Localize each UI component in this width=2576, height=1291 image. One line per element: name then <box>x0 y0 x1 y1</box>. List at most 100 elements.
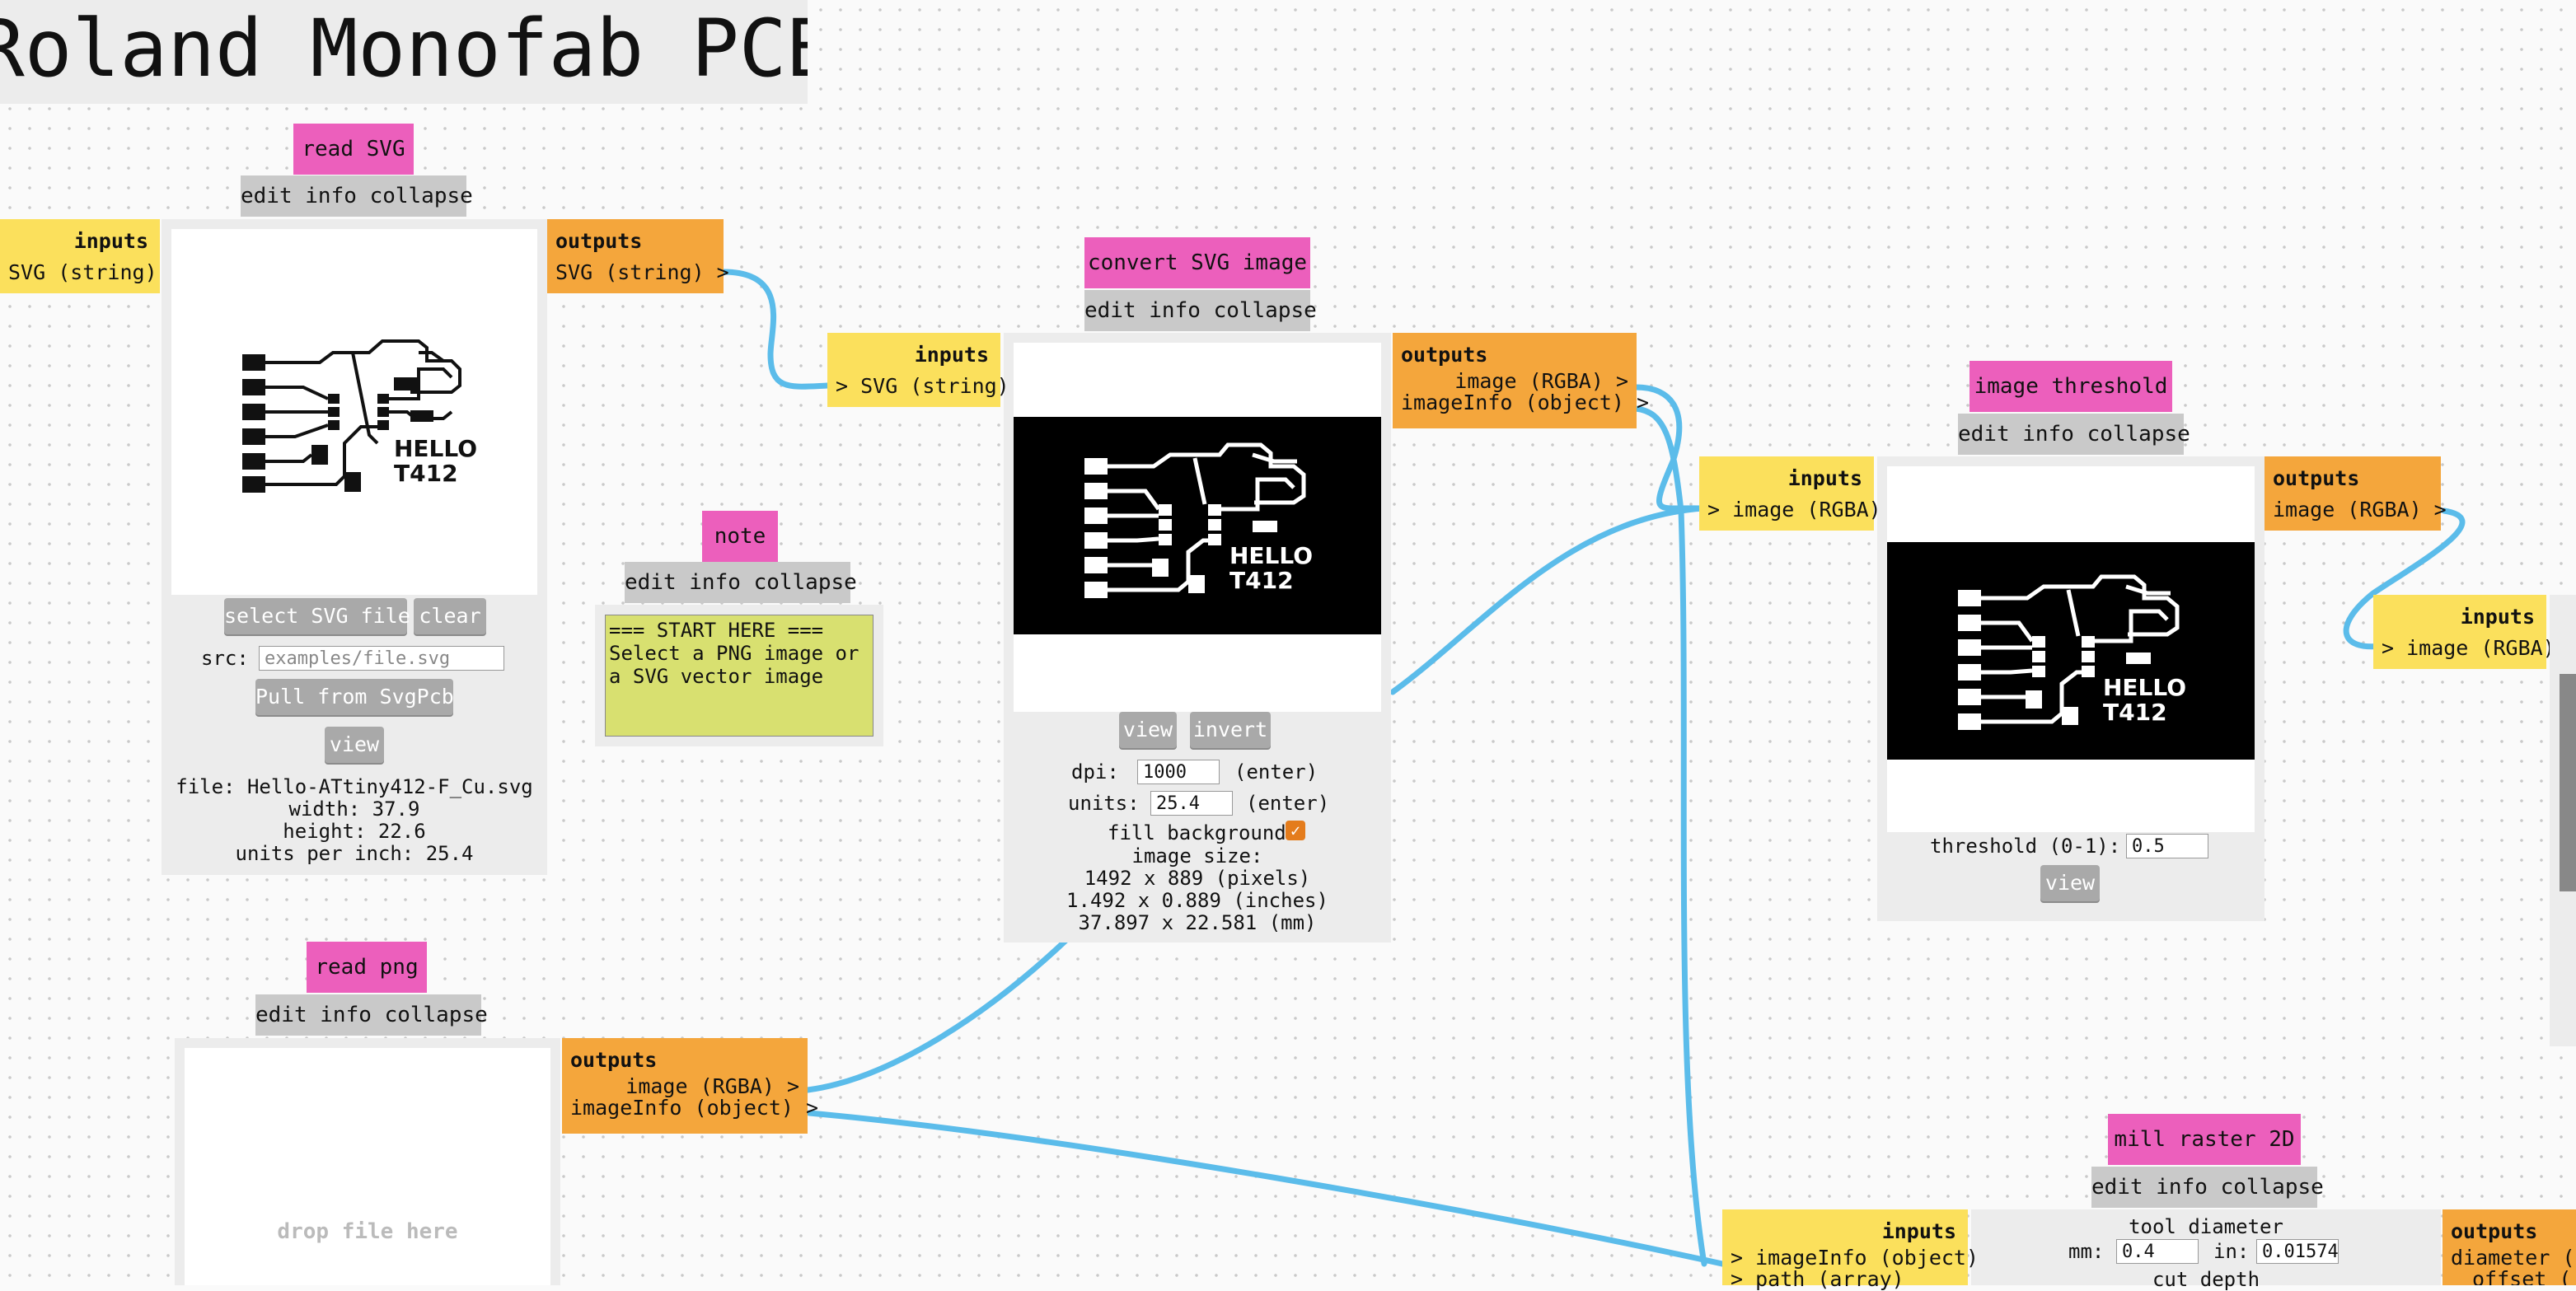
output-port-imageinfo[interactable]: imageInfo (object) > <box>570 1096 819 1120</box>
dpi-hint: (enter) <box>1234 760 1318 783</box>
menu-collapse[interactable]: collapse <box>1213 298 1317 323</box>
next-module-inputs[interactable]: inputs > image (RGBA) <box>2373 595 2555 669</box>
convert-svg-title[interactable]: convert SVG image <box>1084 237 1310 288</box>
view-button[interactable]: view <box>325 727 384 763</box>
output-port-imageinfo[interactable]: imageInfo (object) > <box>1401 391 1650 414</box>
read-svg-outputs[interactable]: outputs SVG (string) > <box>547 219 729 293</box>
menu-edit[interactable]: edit <box>2091 1175 2143 1200</box>
next-module-panel <box>2550 595 2576 1046</box>
image-size-mm: 37.897 x 22.581 (mm) <box>1078 911 1317 934</box>
convert-svg-menu[interactable]: edit info collapse <box>1084 290 1317 331</box>
input-port-imageinfo[interactable]: > imageInfo (object) <box>1731 1246 1979 1270</box>
menu-collapse[interactable]: collapse <box>2087 422 2190 447</box>
outputs-header: outputs <box>570 1048 658 1072</box>
cut-depth-label: cut depth <box>2152 1268 2260 1291</box>
output-port-offset[interactable]: offset ( <box>2472 1267 2572 1286</box>
clear-button[interactable]: clear <box>414 598 486 634</box>
convert-svg-inputs[interactable]: inputs > SVG (string) <box>827 333 1009 407</box>
note-menu[interactable]: edit info collapse <box>625 562 857 603</box>
menu-info[interactable]: info <box>689 570 741 595</box>
read-png-menu[interactable]: edit info collapse <box>255 994 488 1036</box>
input-port-svg-string[interactable]: SVG (string) <box>8 260 157 284</box>
svg-preview: HELLO T412 <box>171 229 537 595</box>
dpi-label: dpi: <box>1071 760 1119 783</box>
image-threshold-outputs[interactable]: outputs image (RGBA) > <box>2265 456 2447 531</box>
inputs-header: inputs <box>73 229 148 253</box>
outputs-header: outputs <box>2273 466 2360 490</box>
mm-label: mm: <box>2068 1240 2105 1263</box>
menu-info[interactable]: info <box>1149 298 1201 323</box>
view-button[interactable]: view <box>2040 865 2100 901</box>
inputs-header: inputs <box>2460 605 2535 629</box>
mill-raster-title[interactable]: mill raster 2D <box>2108 1114 2301 1165</box>
input-port-path[interactable]: > path (array) <box>1731 1267 1904 1291</box>
units-input[interactable]: 25.4 <box>1150 791 1233 816</box>
menu-edit[interactable]: edit <box>1958 422 2010 447</box>
menu-info[interactable]: info <box>2022 422 2074 447</box>
read-svg-menu[interactable]: edit info collapse <box>241 175 473 217</box>
units-label: units: <box>1068 792 1140 815</box>
outputs-header: outputs <box>1401 343 1488 367</box>
mill-raster-inputs[interactable]: inputs > imageInfo (object) > path (arra… <box>1722 1209 1979 1290</box>
menu-edit[interactable]: edit <box>241 184 293 208</box>
mm-input[interactable]: 0.4 <box>2116 1239 2199 1264</box>
threshold-input[interactable]: 0.5 <box>2126 834 2208 858</box>
menu-info[interactable]: info <box>320 1003 372 1027</box>
read-png-outputs[interactable]: outputs image (RGBA) > imageInfo (object… <box>562 1038 819 1134</box>
note-textarea[interactable]: === START HERE === Select a PNG image or… <box>605 615 873 737</box>
units-hint: (enter) <box>1246 792 1330 815</box>
view-button[interactable]: view <box>1119 712 1177 748</box>
converted-preview: HELLO T412 <box>1014 343 1381 712</box>
menu-collapse[interactable]: collapse <box>369 184 473 208</box>
input-port-svg-string[interactable]: > SVG (string) <box>836 374 1009 398</box>
menu-collapse[interactable]: collapse <box>753 570 857 595</box>
menu-collapse[interactable]: collapse <box>2220 1175 2324 1200</box>
inputs-header: inputs <box>1787 466 1862 490</box>
image-size-label: image size: <box>1131 844 1263 868</box>
file-units: units per inch: 25.4 <box>235 842 474 865</box>
output-port-diameter[interactable]: diameter (n <box>2451 1246 2576 1270</box>
pcb-text-hello: HELLO <box>394 435 477 462</box>
image-threshold-menu[interactable]: edit info collapse <box>1958 414 2190 455</box>
menu-collapse[interactable]: collapse <box>384 1003 488 1027</box>
menu-info[interactable]: info <box>305 184 357 208</box>
output-port-image-rgba[interactable]: image (RGBA) > <box>2273 498 2447 522</box>
output-port-image-rgba[interactable]: image (RGBA) > <box>625 1074 799 1098</box>
read-png-panel: drop file here <box>175 1038 560 1285</box>
src-input[interactable]: examples/file.svg <box>259 646 504 671</box>
mill-raster-outputs[interactable]: outputs diameter (n offset ( <box>2443 1209 2576 1285</box>
file-height: height: 22.6 <box>283 820 426 843</box>
converted-image: HELLO T412 <box>1014 417 1381 634</box>
file-width: width: 37.9 <box>288 798 420 821</box>
threshold-preview: HELLO T412 <box>1887 466 2255 832</box>
output-port-svg-string[interactable]: SVG (string) > <box>555 260 729 284</box>
menu-info[interactable]: info <box>2156 1175 2208 1200</box>
menu-edit[interactable]: edit <box>625 570 677 595</box>
in-input[interactable]: 0.01574 <box>2256 1239 2339 1264</box>
menu-edit[interactable]: edit <box>255 1003 307 1027</box>
pull-from-svgpcb-button[interactable]: Pull from SvgPcb <box>255 679 454 715</box>
input-port-image-rgba[interactable]: > image (RGBA) <box>2382 636 2555 660</box>
read-png-title[interactable]: read png <box>307 942 427 993</box>
dpi-input[interactable]: 1000 <box>1137 760 1220 784</box>
image-threshold-panel: HELLO T412 threshold (0-1): 0.5 view <box>1877 456 2265 921</box>
image-threshold-title[interactable]: image threshold <box>1969 361 2172 412</box>
convert-svg-outputs[interactable]: outputs image (RGBA) > imageInfo (object… <box>1393 333 1650 428</box>
pcb-text-t412: T412 <box>394 460 458 487</box>
invert-button[interactable]: invert <box>1190 712 1271 748</box>
note-title[interactable]: note <box>702 511 778 562</box>
convert-svg-panel: HELLO T412 view invert dpi: 1000 (enter)… <box>1004 333 1391 943</box>
menu-edit[interactable]: edit <box>1084 298 1136 323</box>
converted-text-hello: HELLO <box>1229 542 1313 569</box>
drop-zone[interactable]: drop file here <box>185 1048 550 1285</box>
select-svg-file-button[interactable]: select SVG file <box>224 598 410 634</box>
read-svg-inputs[interactable]: inputs SVG (string) <box>0 219 160 293</box>
read-svg-title[interactable]: read SVG <box>293 124 414 175</box>
next-module-preview <box>2560 674 2576 891</box>
image-threshold-inputs[interactable]: inputs > image (RGBA) <box>1699 456 1881 531</box>
fill-background-checkbox[interactable]: ✓ <box>1286 821 1305 840</box>
mill-raster-menu[interactable]: edit info collapse <box>2091 1167 2324 1208</box>
input-port-image-rgba[interactable]: > image (RGBA) <box>1707 498 1881 522</box>
output-port-image-rgba[interactable]: image (RGBA) > <box>1454 369 1628 393</box>
